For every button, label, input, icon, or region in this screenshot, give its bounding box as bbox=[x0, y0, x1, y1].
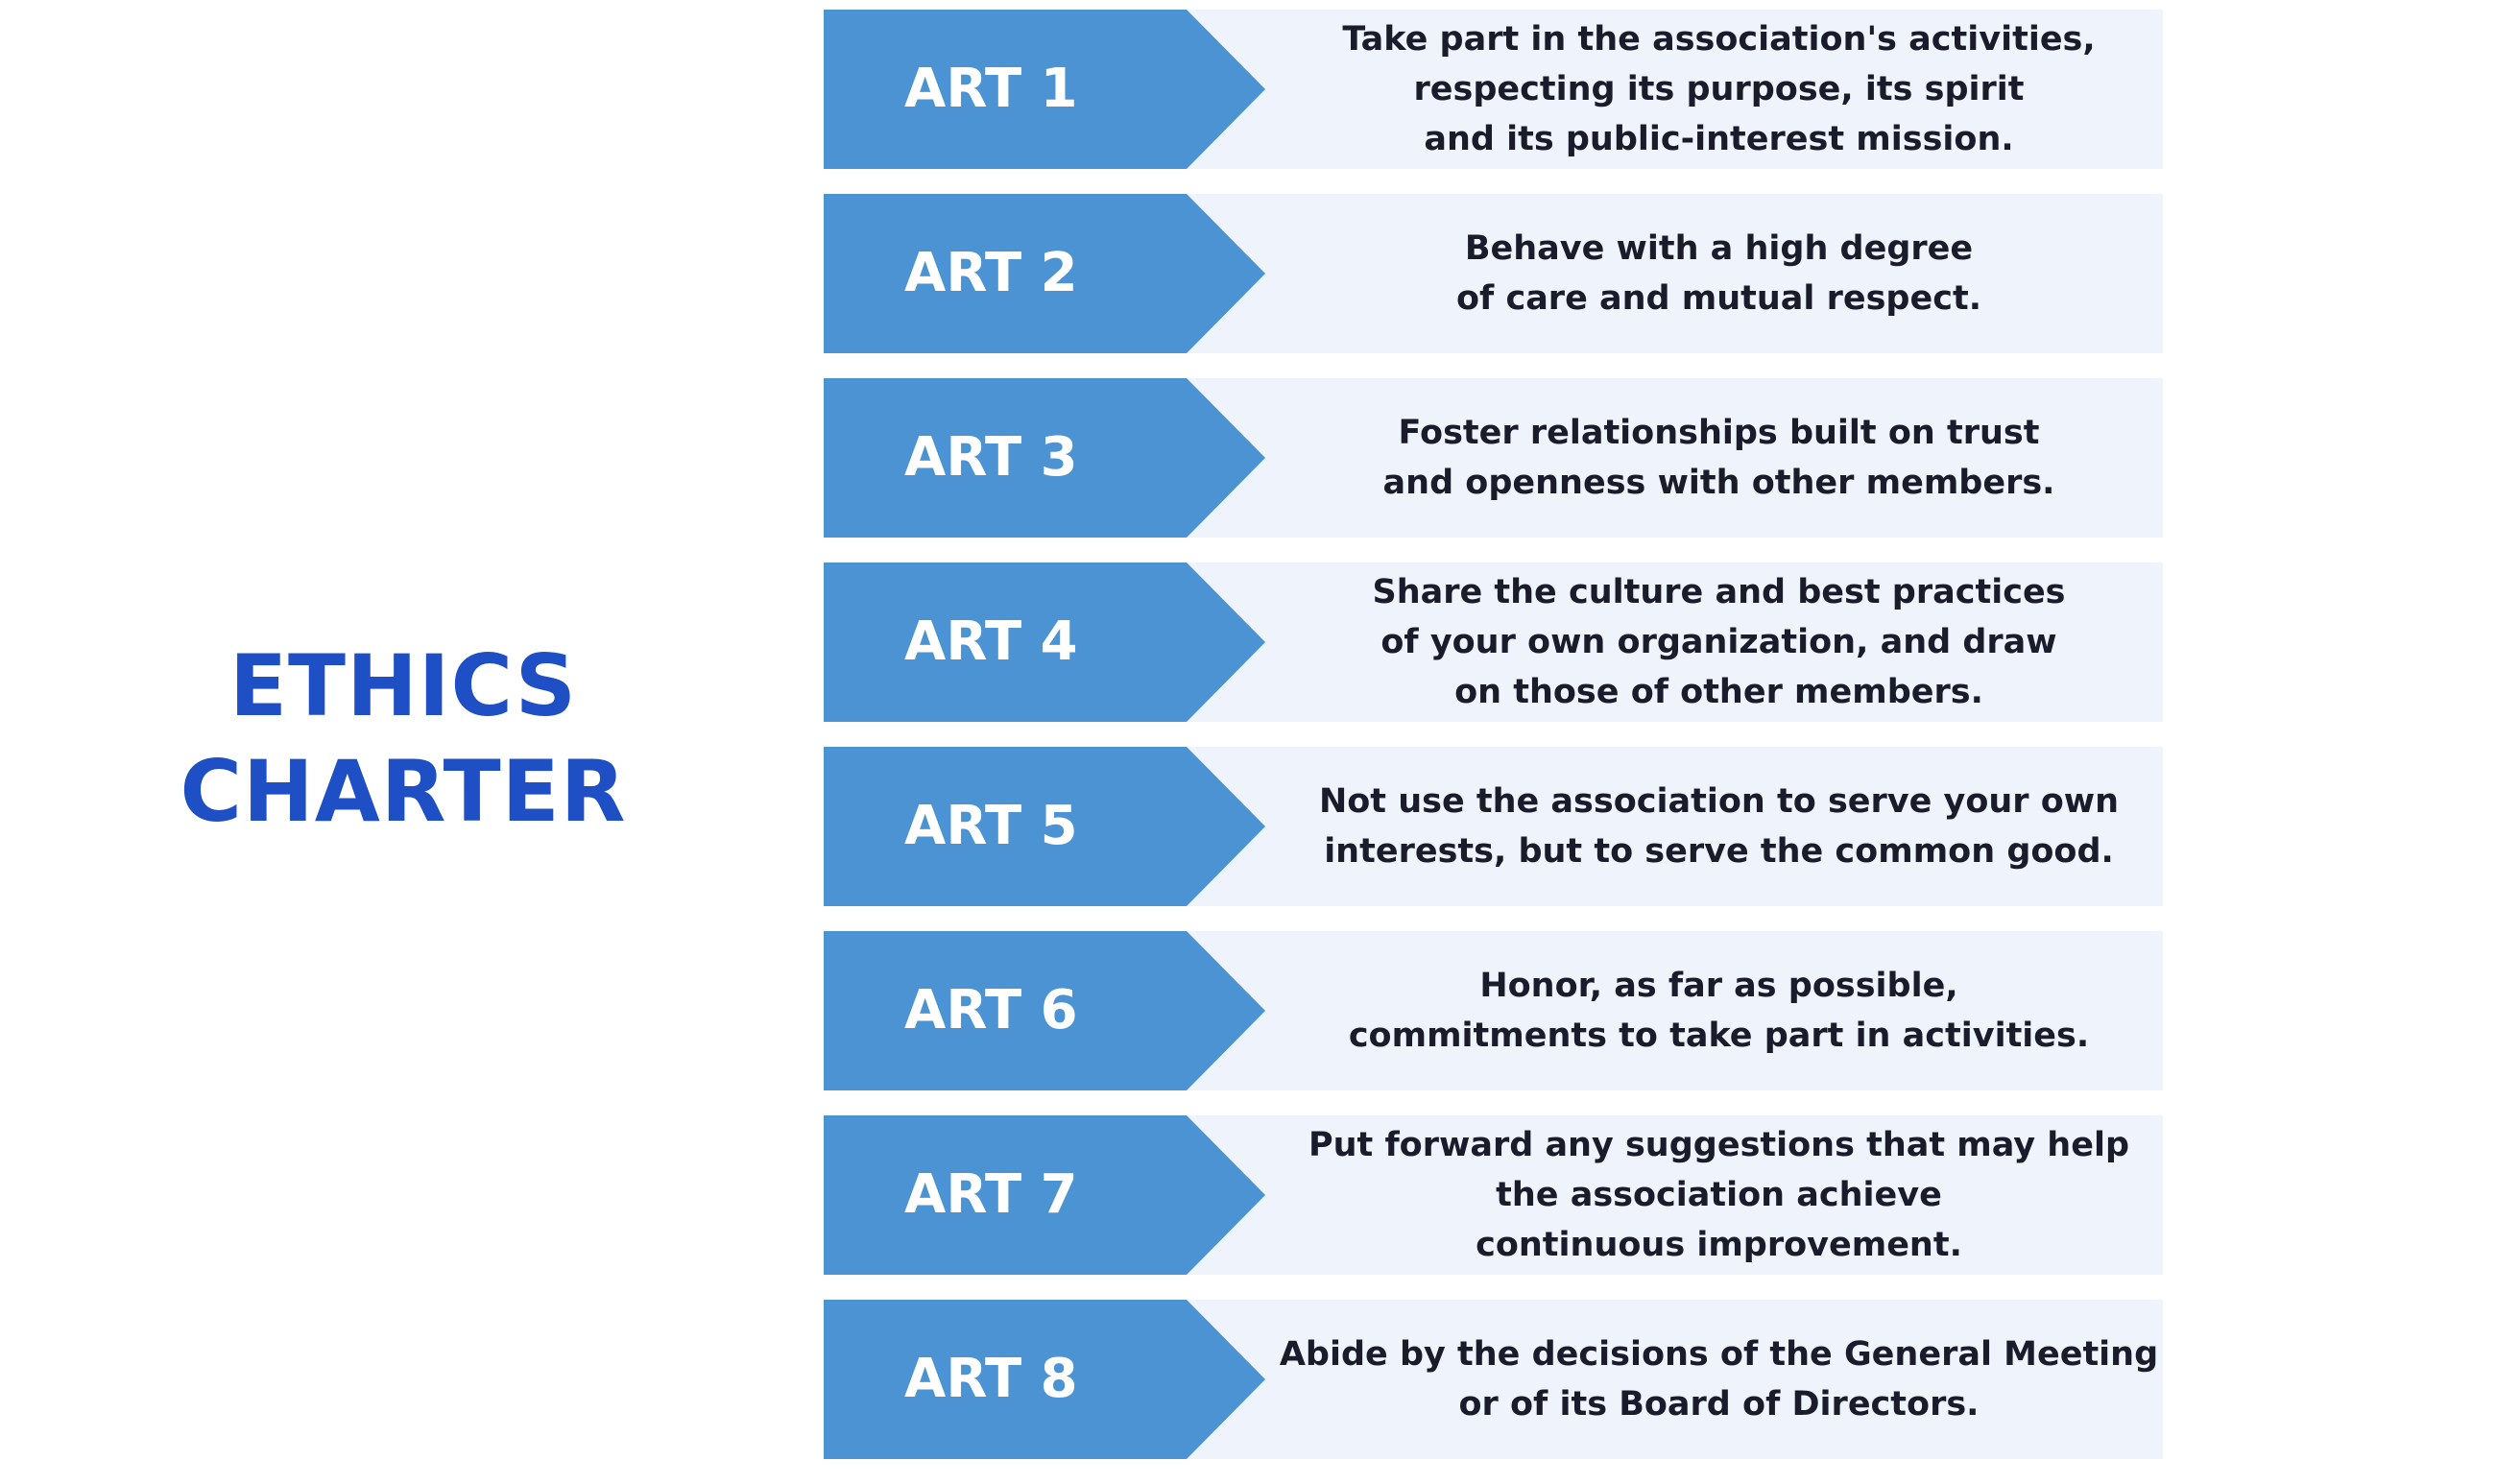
arrow-chevron-shape bbox=[824, 194, 1265, 353]
title-line-1: ETHICS bbox=[228, 636, 578, 735]
article-number: ART 6 bbox=[904, 979, 1078, 1041]
article-number: ART 8 bbox=[904, 1348, 1078, 1410]
article-row-1: ART 1 Take part in the association's act… bbox=[824, 10, 2163, 169]
article-arrow-tag: ART 1 bbox=[824, 10, 1265, 169]
article-description: Behave with a high degree of care and mu… bbox=[1275, 194, 2163, 353]
article-description: Take part in the association's activitie… bbox=[1275, 10, 2163, 169]
article-text: Not use the association to serve your ow… bbox=[1318, 782, 2120, 871]
article-description: Foster relationships built on trust and … bbox=[1275, 378, 2163, 538]
article-description: Put forward any suggestions that may hel… bbox=[1275, 1115, 2163, 1275]
article-text: Take part in the association's activitie… bbox=[1342, 20, 2096, 158]
article-number: ART 1 bbox=[904, 58, 1078, 120]
article-arrow-tag: ART 6 bbox=[824, 931, 1265, 1090]
title-line-2: CHARTER bbox=[180, 742, 627, 841]
article-arrow-tag: ART 5 bbox=[824, 747, 1265, 906]
article-row-3: ART 3 Foster relationships built on trus… bbox=[824, 378, 2163, 538]
charter-title: ETHICS CHARTER bbox=[115, 634, 691, 845]
article-number: ART 2 bbox=[904, 242, 1078, 304]
articles-list: ART 1 Take part in the association's act… bbox=[824, 10, 2163, 1484]
article-text: Behave with a high degree of care and mu… bbox=[1455, 229, 1981, 318]
article-arrow-tag: ART 3 bbox=[824, 378, 1265, 538]
article-arrow-tag: ART 2 bbox=[824, 194, 1265, 353]
article-text: Abide by the decisions of the General Me… bbox=[1279, 1335, 2159, 1424]
arrow-chevron-shape bbox=[824, 10, 1265, 169]
arrow-chevron-shape bbox=[824, 747, 1265, 906]
arrow-chevron-shape bbox=[824, 1300, 1265, 1459]
article-number: ART 7 bbox=[904, 1163, 1078, 1226]
arrow-chevron-shape bbox=[824, 931, 1265, 1090]
article-description: Share the culture and best practices of … bbox=[1275, 562, 2163, 722]
article-row-6: ART 6 Honor, as far as possible, commitm… bbox=[824, 931, 2163, 1090]
article-row-7: ART 7 Put forward any suggestions that m… bbox=[824, 1115, 2163, 1275]
arrow-chevron-shape bbox=[824, 562, 1265, 722]
article-number: ART 5 bbox=[904, 795, 1078, 857]
article-number: ART 4 bbox=[904, 610, 1078, 673]
article-description: Abide by the decisions of the General Me… bbox=[1275, 1300, 2163, 1459]
article-arrow-tag: ART 7 bbox=[824, 1115, 1265, 1275]
article-text: Put forward any suggestions that may hel… bbox=[1308, 1126, 2130, 1264]
arrow-chevron-shape bbox=[824, 378, 1265, 538]
article-row-2: ART 2 Behave with a high degree of care … bbox=[824, 194, 2163, 353]
article-text: Share the culture and best practices of … bbox=[1372, 573, 2066, 711]
arrow-chevron-shape bbox=[824, 1115, 1265, 1275]
article-description: Not use the association to serve your ow… bbox=[1275, 747, 2163, 906]
article-number: ART 3 bbox=[904, 426, 1078, 489]
article-row-4: ART 4 Share the culture and best practic… bbox=[824, 562, 2163, 722]
article-text: Foster relationships built on trust and … bbox=[1382, 414, 2055, 502]
article-row-8: ART 8 Abide by the decisions of the Gene… bbox=[824, 1300, 2163, 1459]
article-arrow-tag: ART 4 bbox=[824, 562, 1265, 722]
article-row-5: ART 5 Not use the association to serve y… bbox=[824, 747, 2163, 906]
article-description: Honor, as far as possible, commitments t… bbox=[1275, 931, 2163, 1090]
article-arrow-tag: ART 8 bbox=[824, 1300, 1265, 1459]
article-text: Honor, as far as possible, commitments t… bbox=[1348, 967, 2090, 1055]
